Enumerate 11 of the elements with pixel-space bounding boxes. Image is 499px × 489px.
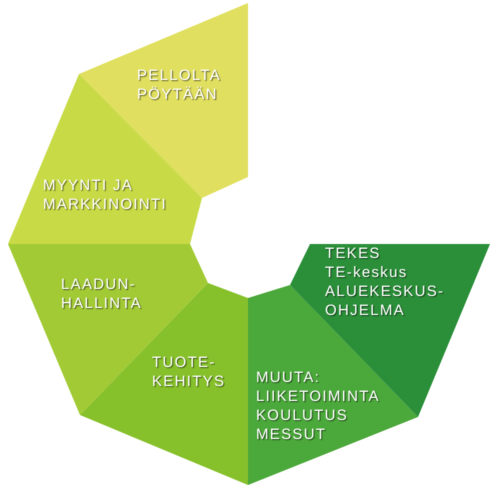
segment-label: TE-keskus <box>325 263 409 282</box>
segment-label: MUUTA: <box>256 368 322 387</box>
segment-label: LIIKETOIMINTA <box>256 387 381 406</box>
segment-label: MESSUT <box>256 425 328 444</box>
segment-label: KOULUTUS <box>256 406 350 425</box>
segment-label: TEKES <box>325 244 382 263</box>
segment-label: PELLOLTA PÖYTÄÄN <box>137 66 222 104</box>
segment-label: LAADUN-HALLINTA <box>61 275 143 313</box>
segment-label: TUOTE-KEHITYS <box>152 353 226 391</box>
segment-label: ALUEKESKUS-OHJELMA <box>325 282 446 320</box>
segment-label: MYYNTI JA MARKKINOINTI <box>43 176 168 214</box>
